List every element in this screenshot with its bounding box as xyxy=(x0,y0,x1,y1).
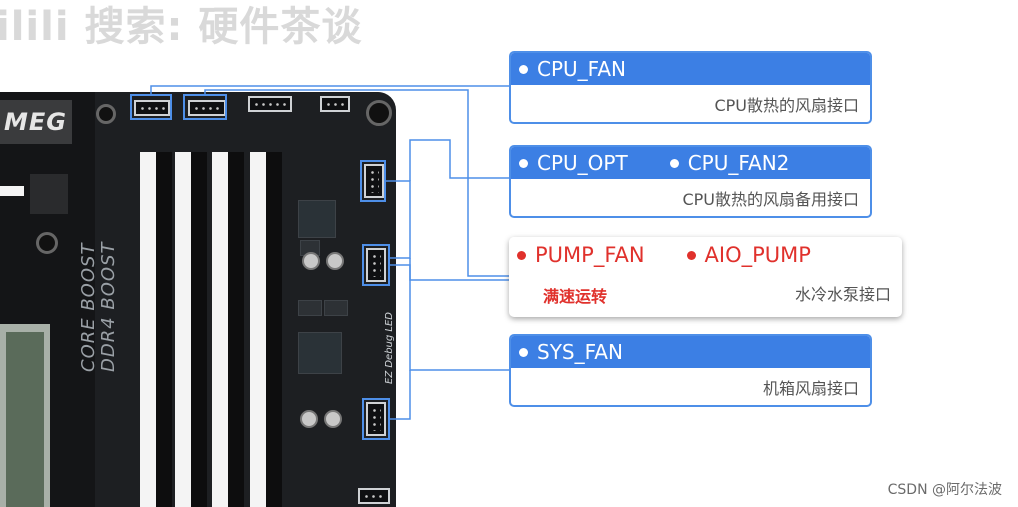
cpu-opt-header xyxy=(188,100,226,116)
board-header xyxy=(358,488,390,504)
motherboard-image: MEG CORE BOOST DDR4 BOOST EZ Debug LED xyxy=(0,92,396,507)
label-aio-pump: AIO_PUMP xyxy=(686,237,811,273)
callout-sys-fan: SYS_FAN 机箱风扇接口 xyxy=(509,334,872,407)
bullet-icon xyxy=(519,347,528,357)
capacitor xyxy=(300,410,318,428)
ram-slot-2 xyxy=(156,152,172,507)
board-chip xyxy=(298,332,342,374)
aio-pump-header xyxy=(366,248,386,282)
cpu-opt-highlight xyxy=(183,94,227,120)
aio-pump-highlight xyxy=(362,244,390,286)
callout-header: CPU_FAN xyxy=(511,53,870,85)
cpu-fan-header xyxy=(134,100,170,116)
ram-slot-1 xyxy=(140,152,156,507)
board-detail xyxy=(0,186,24,196)
label-cpu-fan2: CPU_FAN2 xyxy=(669,147,789,179)
label-sys-fan: SYS_FAN xyxy=(519,336,623,368)
board-chip xyxy=(298,300,322,316)
pump-fan-header xyxy=(364,164,384,198)
full-speed-note: 满速运转 xyxy=(543,287,608,306)
label-cpu-opt: CPU_OPT xyxy=(519,147,628,179)
ram-slot-8 xyxy=(266,152,282,507)
ram-slot-3 xyxy=(175,152,191,507)
callout-header: CPU_OPT CPU_FAN2 xyxy=(511,147,870,179)
watermark: ilili 搜索: 硬件茶谈 xyxy=(0,4,363,50)
callout-cpu-fan: CPU_FAN CPU散热的风扇接口 xyxy=(509,51,872,124)
callout-description: CPU散热的风扇接口 xyxy=(714,96,859,115)
ram-slot-5 xyxy=(212,152,228,507)
callout-cpu-opt: CPU_OPT CPU_FAN2 CPU散热的风扇备用接口 xyxy=(509,145,872,218)
callout-header: SYS_FAN xyxy=(511,336,870,368)
pump-fan-highlight xyxy=(360,160,386,202)
label-cpu-fan: CPU_FAN xyxy=(519,53,626,85)
meg-plate xyxy=(0,100,72,144)
label-pump-fan: PUMP_FAN xyxy=(517,237,645,273)
cpu-socket-inner xyxy=(6,332,44,507)
board-chip xyxy=(298,200,336,238)
bullet-icon xyxy=(669,158,679,168)
board-header xyxy=(248,96,292,112)
capacitor xyxy=(324,410,342,428)
board-screw xyxy=(366,100,392,126)
capacitor xyxy=(302,252,320,270)
board-detail xyxy=(30,174,68,214)
callout-header: PUMP_FAN AIO_PUMP xyxy=(509,237,902,273)
ram-slot-7 xyxy=(250,152,266,507)
callout-description: 水冷水泵接口 xyxy=(794,285,891,304)
board-chip xyxy=(324,300,348,316)
bullet-icon xyxy=(519,64,528,74)
credit-text: CSDN @阿尔法波 xyxy=(887,482,1002,498)
meg-logo: MEG xyxy=(4,108,67,136)
bullet-icon xyxy=(519,158,528,168)
board-screw xyxy=(36,232,58,254)
ram-slot-4 xyxy=(191,152,207,507)
capacitor xyxy=(326,252,344,270)
board-header xyxy=(320,96,350,112)
callout-pump-fan: PUMP_FAN AIO_PUMP 满速运转 水冷水泵接口 xyxy=(509,237,902,317)
callout-description: 机箱风扇接口 xyxy=(762,379,859,398)
board-screw xyxy=(96,104,116,124)
bullet-icon xyxy=(517,250,526,260)
cpu-fan-highlight xyxy=(130,94,172,120)
ram-slot-6 xyxy=(228,152,244,507)
bullet-icon xyxy=(686,250,696,260)
sys-fan-highlight xyxy=(362,398,390,440)
sys-fan-header xyxy=(366,402,386,436)
callout-description: CPU散热的风扇备用接口 xyxy=(682,190,859,209)
